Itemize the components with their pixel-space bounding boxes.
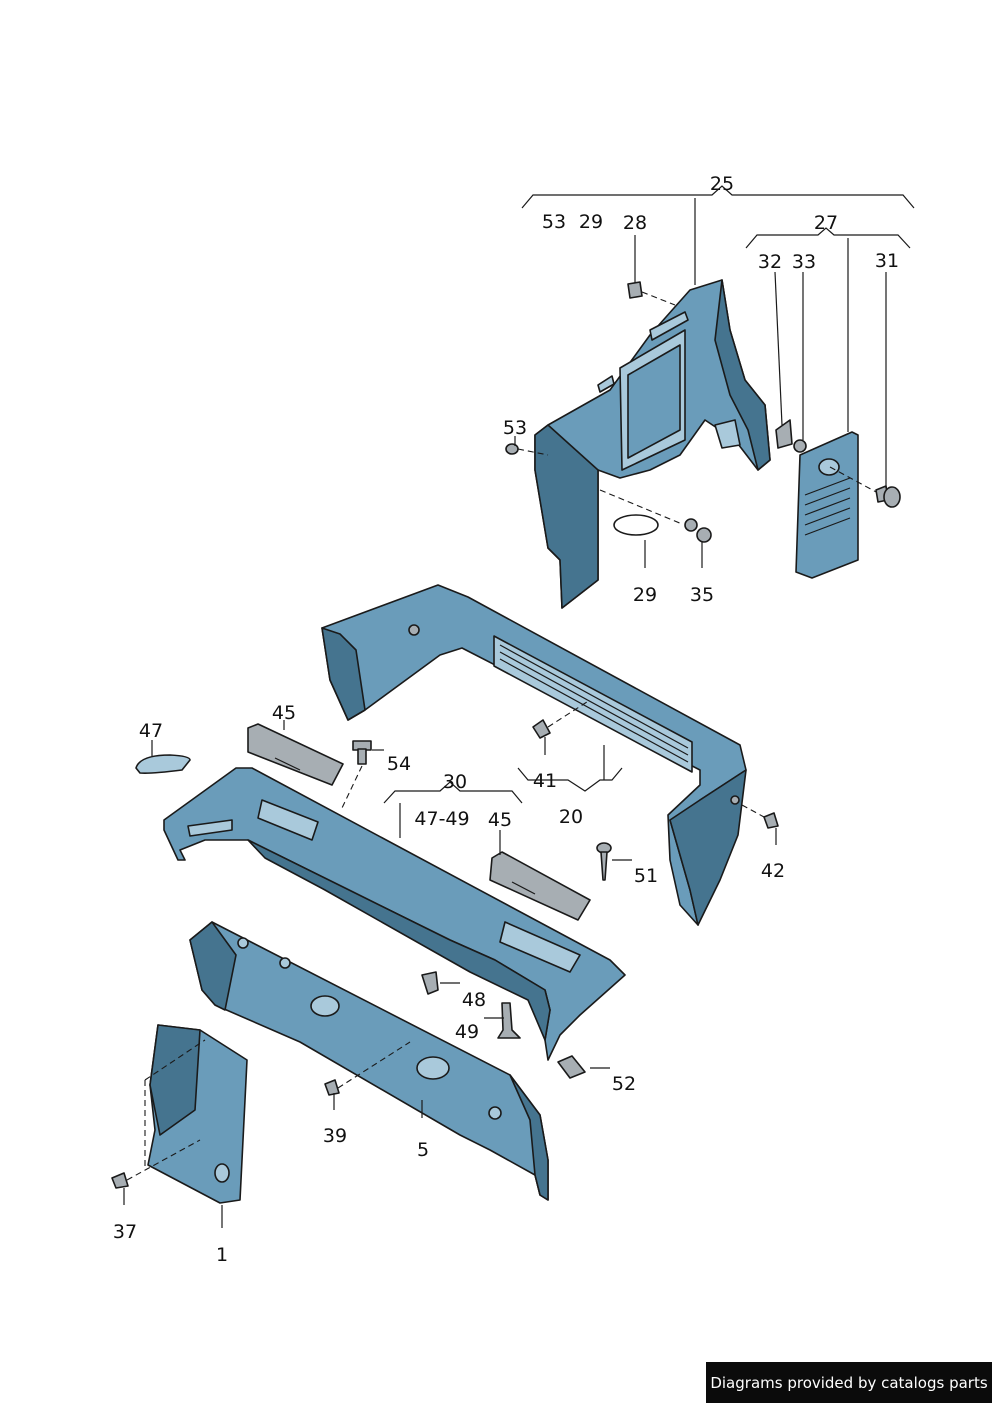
part-53-clip <box>505 443 549 456</box>
part-48-clip <box>421 971 439 995</box>
part-1-side-panel <box>144 1024 248 1204</box>
footer-credit-text: Diagrams provided by catalogs parts <box>710 1373 988 1392</box>
part-32-clip <box>775 419 793 449</box>
callout-1: 1 <box>216 1244 228 1266</box>
part-29-hose-clamp <box>599 489 683 536</box>
part-52-clip <box>557 1055 586 1079</box>
callout-27: 27 <box>814 212 838 234</box>
callout-20: 20 <box>559 806 583 828</box>
part-49-screw <box>497 1002 521 1039</box>
part-30-middle-trim <box>163 767 626 1061</box>
callout-45-left: 45 <box>272 702 296 724</box>
callout-33: 33 <box>792 251 816 273</box>
callout-47-49: 47-49 <box>414 808 469 830</box>
callout-39: 39 <box>323 1125 347 1147</box>
footer-credit-badge: Diagrams provided by catalogs parts <box>706 1362 992 1403</box>
part-20-rear-trim <box>321 584 747 926</box>
callout-28: 28 <box>623 212 647 234</box>
callout-48: 48 <box>462 989 486 1011</box>
callout-5: 5 <box>417 1139 429 1161</box>
callout-52: 52 <box>612 1073 636 1095</box>
callout-47: 47 <box>139 720 163 742</box>
callout-51: 51 <box>634 865 658 887</box>
part-42-rivet <box>741 804 779 829</box>
callout-41: 41 <box>533 770 557 792</box>
part-39-rivet <box>324 1041 411 1096</box>
callout-54: 54 <box>387 753 411 775</box>
callout-32: 32 <box>758 251 782 273</box>
callout-labels: 25 53 29 28 27 32 33 31 53 29 35 47 45 5… <box>113 173 899 1266</box>
part-25-side-trim-panel <box>534 279 771 609</box>
callout-25: 25 <box>710 173 734 195</box>
part-47-seal <box>135 754 191 774</box>
callout-37: 37 <box>113 1221 137 1243</box>
part-27-grille-cover <box>795 431 879 579</box>
callout-35: 35 <box>690 584 714 606</box>
callout-29-top: 29 <box>579 211 603 233</box>
part-35-expanding-rivet <box>684 518 712 543</box>
part-41-clip <box>532 699 591 739</box>
part-28-clip <box>627 281 676 306</box>
callout-42: 42 <box>761 860 785 882</box>
callout-29: 29 <box>633 584 657 606</box>
part-45-cover-left <box>247 723 344 786</box>
callout-45-right: 45 <box>488 809 512 831</box>
leader-lines <box>123 185 915 1228</box>
callout-31: 31 <box>875 250 899 272</box>
callout-53-top: 53 <box>542 211 566 233</box>
part-37-rivet <box>111 1139 201 1189</box>
part-51-screw <box>596 842 612 881</box>
part-5-lower-trim <box>189 921 549 1201</box>
callout-49: 49 <box>455 1021 479 1043</box>
callout-30: 30 <box>443 771 467 793</box>
part-54-bolt <box>341 740 372 809</box>
callout-53: 53 <box>503 417 527 439</box>
part-31-knob <box>875 485 901 508</box>
part-33-washer <box>793 439 807 453</box>
